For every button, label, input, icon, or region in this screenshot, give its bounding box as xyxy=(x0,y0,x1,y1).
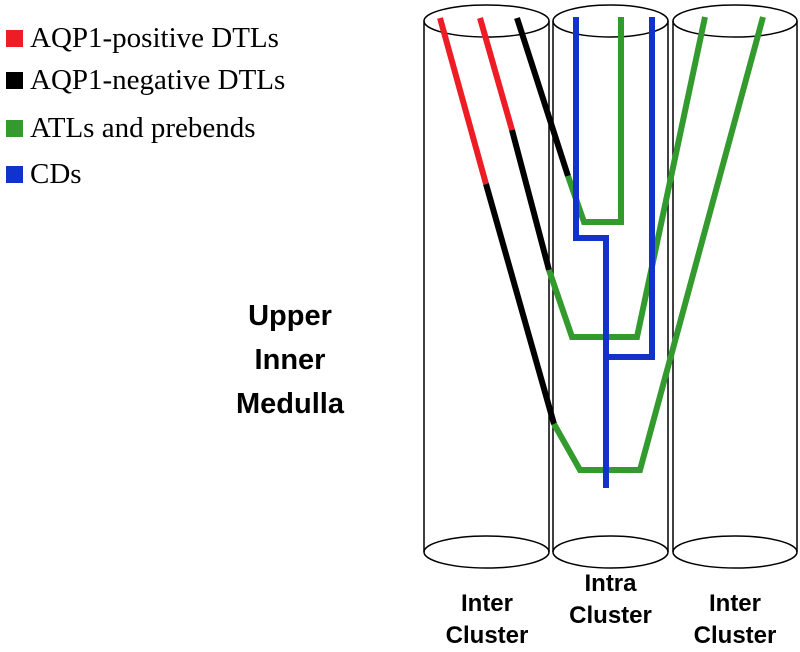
legend-label: CDs xyxy=(30,157,82,190)
region-label-line: Upper xyxy=(248,300,332,332)
legend-swatch-red xyxy=(6,29,23,47)
column-label-line: Cluster xyxy=(445,622,529,649)
legend-item-aqp1-negative: AQP1-negative DTLs xyxy=(6,64,285,96)
legend-label: AQP1-positive DTLs xyxy=(30,21,279,54)
legend-label: AQP1-negative DTLs xyxy=(30,63,286,96)
region-label-line: Inner xyxy=(254,344,326,376)
legend-label: ATLs and prebends xyxy=(30,111,256,144)
column-label-line: Cluster xyxy=(693,622,777,649)
legend-item-cd: CDs xyxy=(6,158,82,190)
legend-swatch-blue xyxy=(6,165,23,183)
collecting-duct xyxy=(573,17,655,488)
legend-swatch-black xyxy=(6,71,23,89)
column-label-intra: Intra Cluster xyxy=(553,568,668,632)
legend-item-aqp1-positive: AQP1-positive DTLs xyxy=(6,22,279,54)
cylinder-left xyxy=(423,4,550,569)
column-label-line: Inter xyxy=(708,590,761,617)
column-label-line: Cluster xyxy=(569,602,652,629)
cylinder-right xyxy=(672,4,798,569)
long-loop-outer xyxy=(437,16,766,473)
column-label-line: Inter xyxy=(460,590,513,617)
legend-swatch-green xyxy=(6,119,23,137)
legend-item-atl: ATLs and prebends xyxy=(6,112,256,144)
column-label-line: Intra xyxy=(584,570,637,597)
region-label-line: Medulla xyxy=(236,388,344,420)
column-label-inter-right: Inter Cluster xyxy=(673,588,797,652)
short-loop xyxy=(514,17,624,225)
column-label-inter-left: Inter Cluster xyxy=(426,588,548,652)
region-label: Upper Inner Medulla xyxy=(180,294,400,426)
